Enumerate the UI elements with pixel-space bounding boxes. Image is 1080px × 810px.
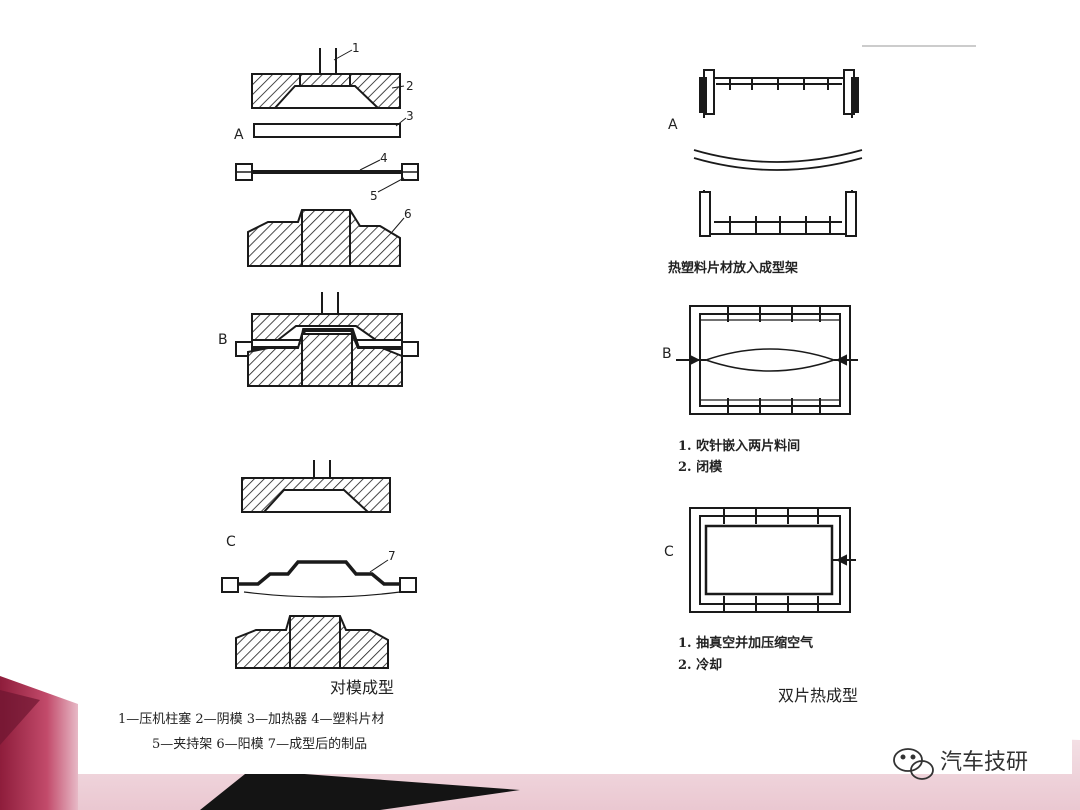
part-number-2: 2 (406, 79, 414, 93)
closed-mold-assembly-b (235, 292, 419, 387)
lower-forming-frame-a (699, 190, 857, 237)
heater-plate (253, 123, 401, 138)
part-number-7: 7 (388, 549, 396, 563)
formed-hollow-part-c (689, 507, 856, 613)
watermark-text: 汽车技研 (940, 750, 1029, 775)
part-number-3: 3 (406, 109, 414, 123)
right-step-label-c: C (664, 544, 674, 560)
wechat-icon (893, 748, 934, 780)
right-note-c-line-2: 2. 冷却 (678, 658, 723, 673)
plastic-sheet-with-clamps (235, 163, 419, 181)
legend-line-2: 5—夹持架 6—阳模 7—成型后的制品 (152, 737, 368, 752)
left-diagram-title: 对模成型 (330, 678, 395, 697)
right-note-c-line-1: 1. 抽真空并加压缩空气 (678, 636, 814, 651)
right-diagram-title: 双片热成型 (778, 686, 859, 705)
left-step-label-b: B (218, 332, 228, 348)
female-mold-c (241, 460, 391, 513)
right-note-b-line-2: 2. 闭模 (678, 460, 723, 475)
part-number-6: 6 (404, 207, 412, 221)
formed-product-c (221, 559, 417, 598)
twin-sheets-a (693, 149, 863, 171)
right-note-a: 热塑料片材放入成型架 (668, 261, 799, 276)
left-step-label-c: C (226, 534, 236, 550)
right-note-b-line-1: 1. 吹针嵌入两片料间 (678, 439, 801, 454)
part-number-4: 4 (380, 151, 388, 165)
part-number-1: 1 (352, 41, 360, 55)
right-step-label-b: B (662, 346, 672, 362)
right-step-label-a: A (668, 117, 678, 133)
right-diagram-twin-sheet (676, 45, 976, 613)
diagram-sheet (78, 8, 1072, 774)
upper-forming-frame-a (699, 69, 859, 118)
legend-line-1: 1—压机柱塞 2—阴模 3—加热器 4—塑料片材 (118, 712, 385, 727)
left-diagram-matched-mold (221, 48, 419, 669)
closed-frame-b (676, 305, 858, 415)
part-number-5: 5 (370, 189, 378, 203)
female-mold-a (251, 73, 401, 109)
left-step-label-a: A (234, 127, 244, 143)
press-plunger-a (319, 48, 337, 74)
